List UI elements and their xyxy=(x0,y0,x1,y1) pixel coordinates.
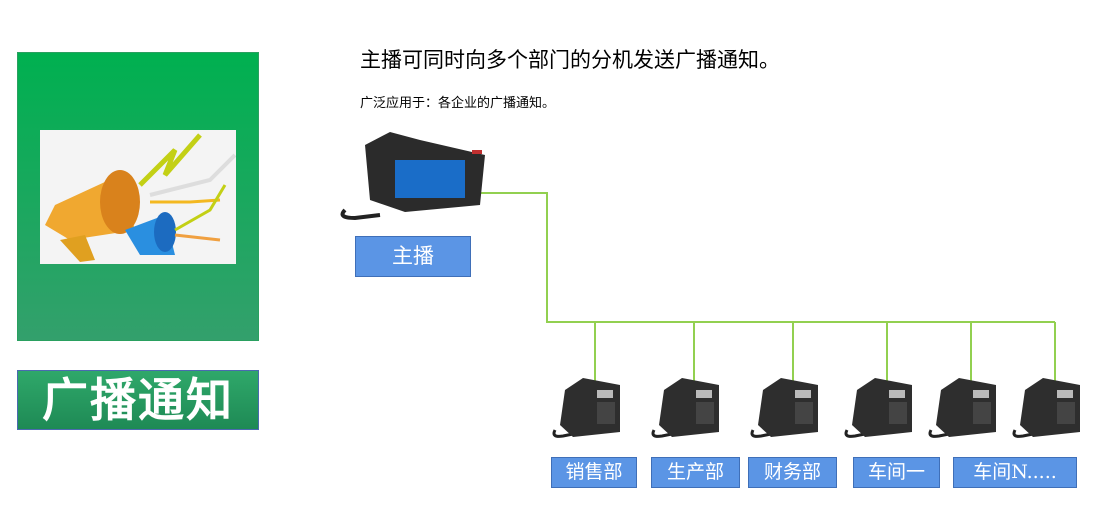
extension-label-workshop-1: 车间一 xyxy=(853,457,940,488)
extension-label-finance: 财务部 xyxy=(748,457,837,488)
broadcast-banner: 广播通知 xyxy=(17,370,259,430)
extension-label-production: 生产部 xyxy=(651,457,740,488)
extension-phone-icon xyxy=(844,378,912,438)
extension-label-workshop-n: 车间N..... xyxy=(953,457,1077,488)
page-subtitle: 广泛应用于：各企业的广播通知。 xyxy=(360,96,556,111)
extension-phone-icon xyxy=(651,378,719,438)
extension-phone-icon xyxy=(928,378,996,438)
extension-phone-icon xyxy=(750,378,818,438)
master-phone-icon xyxy=(340,132,485,221)
connection-lines xyxy=(468,192,1056,382)
megaphone-image xyxy=(40,130,236,264)
extension-phone-icon xyxy=(552,378,620,438)
page-title: 主播可同时向多个部门的分机发送广播通知。 xyxy=(360,48,780,72)
extension-label-sales: 销售部 xyxy=(551,457,637,488)
master-label: 主播 xyxy=(355,236,471,277)
megaphone-icon xyxy=(45,133,236,262)
extension-phone-icon xyxy=(1012,378,1080,438)
